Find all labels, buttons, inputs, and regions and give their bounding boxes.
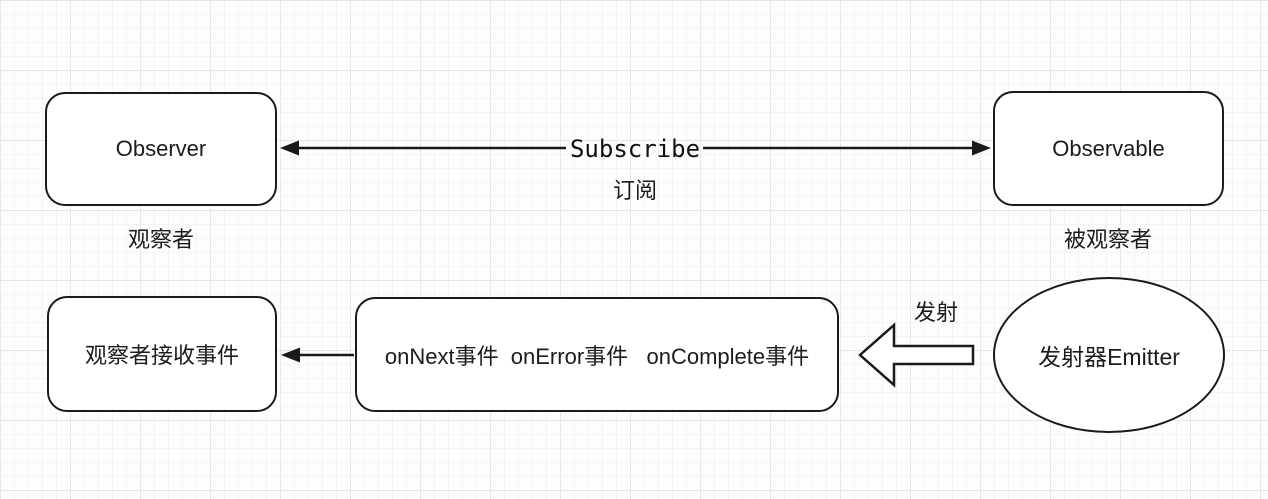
emit-block-arrow-icon <box>858 322 975 388</box>
arrowhead-right-icon <box>972 140 991 156</box>
node-emitter: 发射器Emitter <box>993 277 1225 433</box>
node-observer: Observer <box>45 92 277 206</box>
node-emitter-label: 发射器Emitter <box>1038 344 1180 370</box>
node-observable: Observable <box>993 91 1224 206</box>
node-receive-events-label: 观察者接收事件 <box>84 343 239 368</box>
caption-observer: 观察者 <box>127 227 195 252</box>
subscribe-arrow-label: Subscribe <box>569 135 701 163</box>
node-event-types-label: onNext事件 onError事件 onComplete事件 <box>384 343 810 369</box>
node-observable-label: Observable <box>1052 135 1165 161</box>
caption-observable: 被观察者 <box>1063 227 1153 252</box>
node-event-types: onNext事件 onError事件 onComplete事件 <box>355 297 839 412</box>
arrowhead-deliver-icon <box>281 347 300 363</box>
emit-arrow-label: 发射 <box>913 300 959 325</box>
subscribe-arrow-sublabel: 订阅 <box>612 178 658 203</box>
deliver-arrow <box>281 347 354 363</box>
node-observer-label: Observer <box>115 136 207 161</box>
node-receive-events: 观察者接收事件 <box>47 296 277 412</box>
arrowhead-left-icon <box>280 140 299 156</box>
